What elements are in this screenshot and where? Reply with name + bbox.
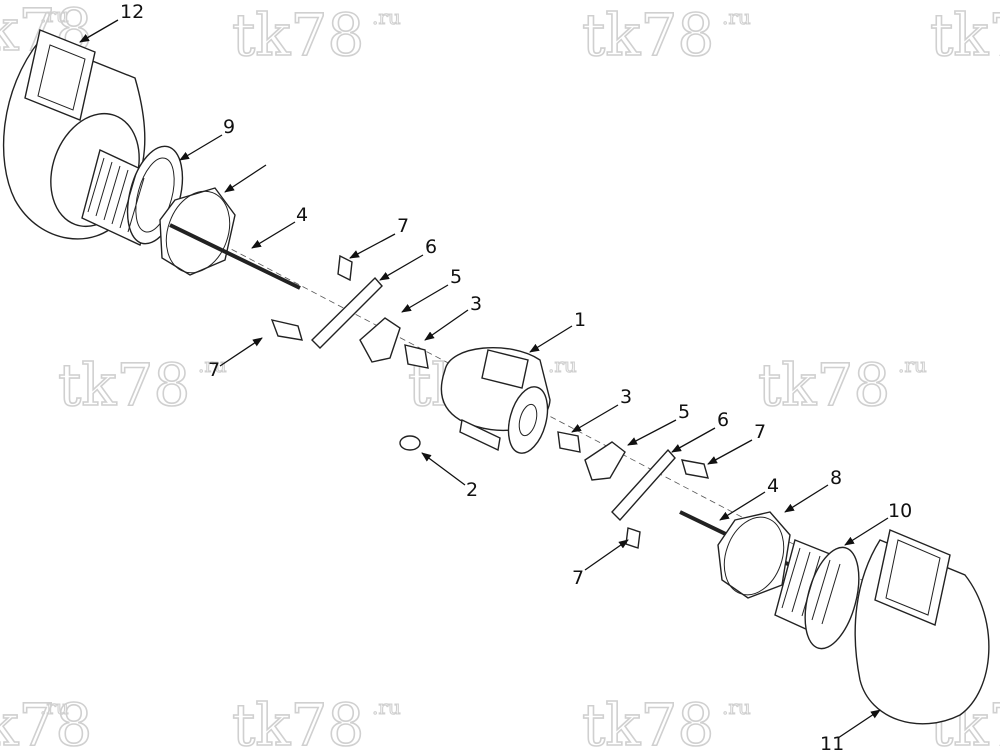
right-blower-wheel xyxy=(774,539,860,650)
svg-text:tk78: tk78 xyxy=(58,351,190,419)
right-mounting-ring xyxy=(717,511,791,599)
svg-text:.ru: .ru xyxy=(372,5,401,29)
watermark: tk78 .ru xyxy=(581,0,751,70)
left-clip-top xyxy=(337,254,353,282)
left-clip-bottom xyxy=(270,319,303,341)
svg-text:.ru: .ru xyxy=(372,695,401,719)
right-mounting-strap xyxy=(611,448,676,522)
callout-7: 7 xyxy=(572,567,584,589)
callout-2: 2 xyxy=(466,479,478,501)
callout-9: 9 xyxy=(223,116,235,138)
callout-7: 7 xyxy=(397,215,409,237)
left-blower-wheel xyxy=(81,145,184,246)
right-clip-top xyxy=(681,459,709,479)
right-bearing xyxy=(557,431,581,453)
svg-text:tk78: tk78 xyxy=(758,351,890,419)
left-bearing-bracket xyxy=(359,317,401,363)
right-bearing-bracket xyxy=(584,441,626,481)
callout-5: 5 xyxy=(450,266,462,288)
callout-4: 4 xyxy=(767,475,779,497)
svg-text:.ru: .ru xyxy=(722,695,751,719)
right-blower-housing xyxy=(854,529,990,725)
left-bearing xyxy=(404,344,429,369)
svg-text:.ru: .ru xyxy=(548,353,577,377)
watermark: tk78 .ru xyxy=(231,0,401,70)
right-clip-bottom xyxy=(625,527,641,549)
callout-5: 5 xyxy=(678,401,690,423)
callout-10: 10 xyxy=(888,500,912,522)
callout-4: 4 xyxy=(296,204,308,226)
motor-assembly xyxy=(440,346,551,454)
callout-1: 1 xyxy=(574,309,586,331)
callout-7: 7 xyxy=(208,359,220,381)
svg-text:.ru: .ru xyxy=(40,3,69,27)
watermark: tk78.ru xyxy=(0,690,93,755)
svg-text:.ru: .ru xyxy=(898,353,927,377)
svg-text:tk78: tk78 xyxy=(930,1,1000,69)
callout-layer: 12 9 4 7 6 5 3 7 1 2 3 5 6 7 7 4 xyxy=(79,1,912,755)
svg-text:.ru: .ru xyxy=(40,695,69,719)
left-mounting-ring xyxy=(159,187,236,276)
svg-text:.ru: .ru xyxy=(722,5,751,29)
watermark: tk78 .ru xyxy=(231,690,401,755)
svg-text:tk78: tk78 xyxy=(582,691,714,755)
svg-text:tk78: tk78 xyxy=(0,691,92,755)
watermark: tk78 xyxy=(929,0,1000,70)
watermark: tk78 .ru xyxy=(581,690,751,755)
callout-3: 3 xyxy=(620,386,632,408)
svg-text:tk78: tk78 xyxy=(232,1,364,69)
callout-11: 11 xyxy=(820,733,844,755)
watermark: tk78.ru xyxy=(57,350,227,420)
callout-7: 7 xyxy=(754,421,766,443)
left-shaft xyxy=(169,223,301,290)
callout-6: 6 xyxy=(425,236,437,258)
left-mounting-strap xyxy=(311,276,383,349)
callout-8: 8 xyxy=(830,467,842,489)
svg-text:tk78: tk78 xyxy=(582,1,714,69)
callout-12: 12 xyxy=(120,1,144,23)
svg-text:tk78: tk78 xyxy=(232,691,364,755)
watermark: tk78 .ru xyxy=(757,350,927,420)
callout-3: 3 xyxy=(470,293,482,315)
callout-6: 6 xyxy=(717,409,729,431)
motor-plug xyxy=(399,435,421,451)
